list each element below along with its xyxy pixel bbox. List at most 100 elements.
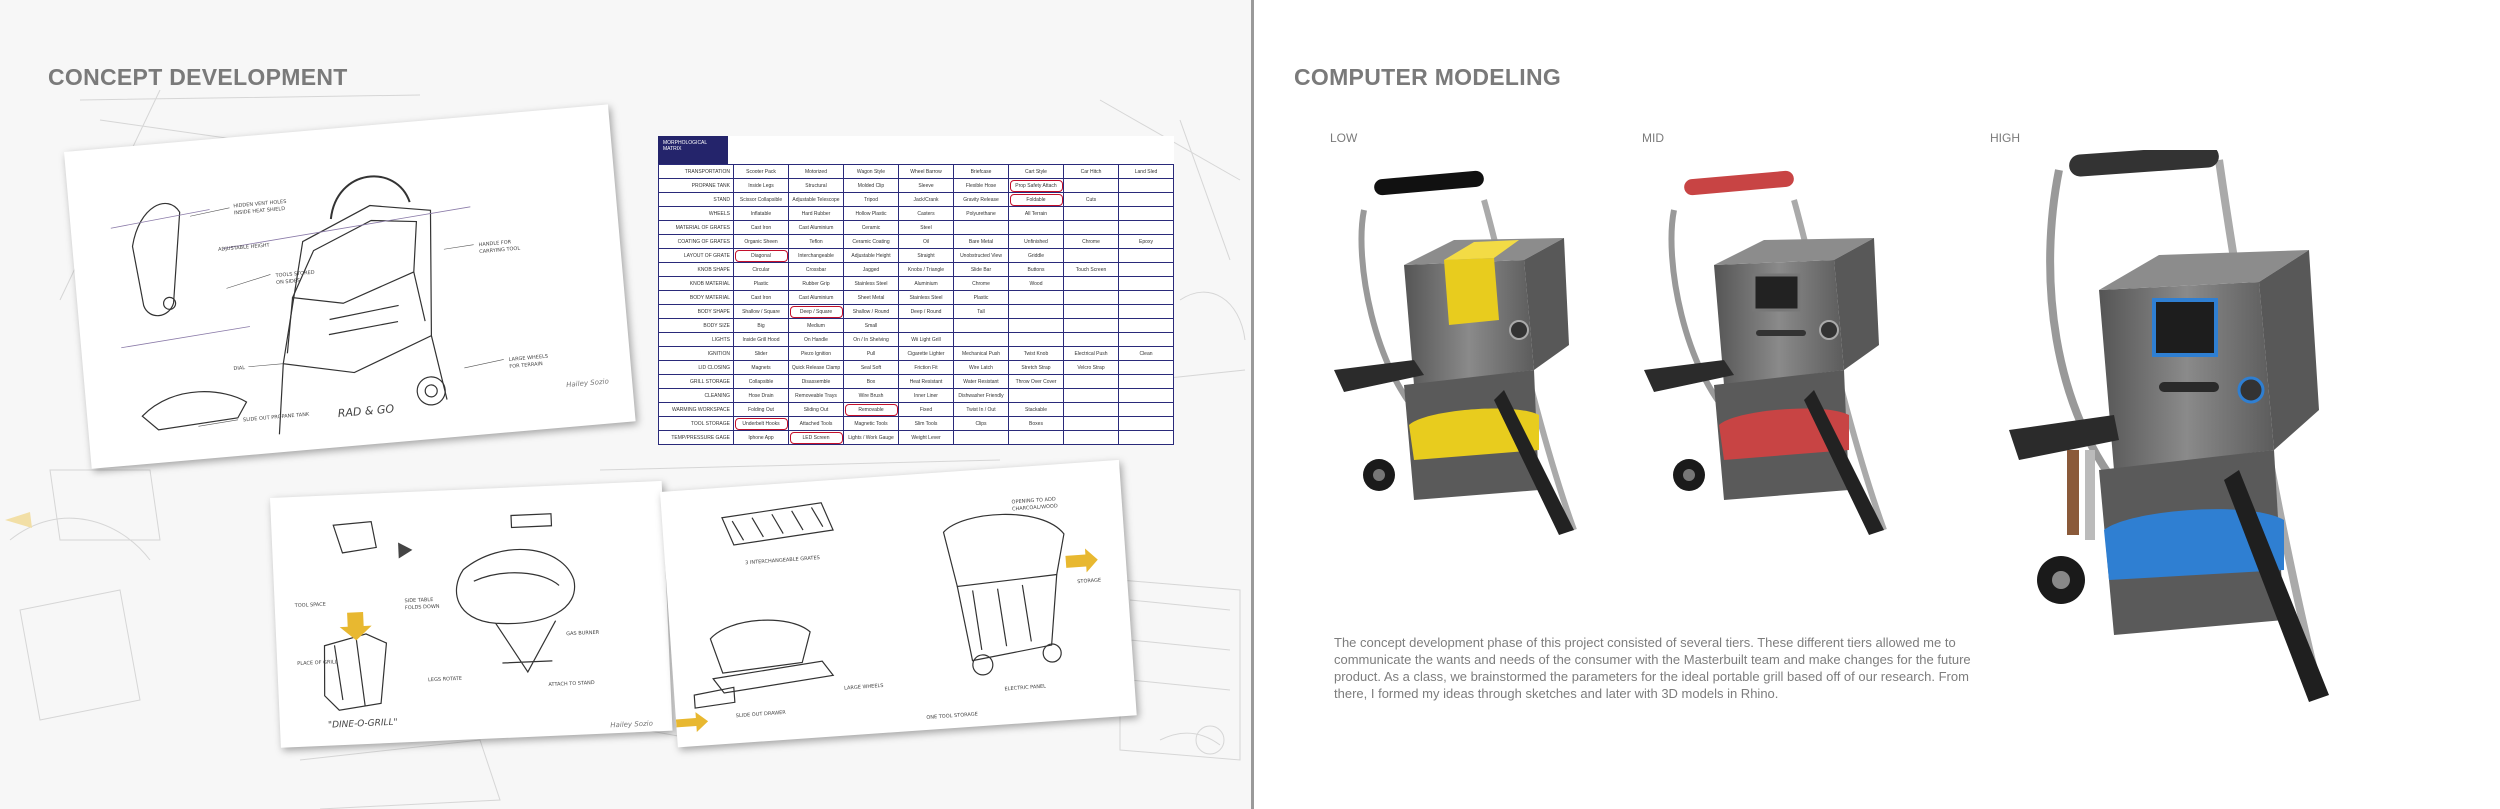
matrix-cell: Teflon	[788, 234, 844, 249]
matrix-cell: Inflatable	[733, 206, 789, 221]
matrix-cell	[1118, 430, 1174, 445]
matrix-cell	[953, 318, 1009, 333]
matrix-row-label: TOOL STORAGE	[658, 416, 734, 431]
matrix-cell: Deep / Square	[788, 304, 844, 319]
matrix-cell: Car Hitch	[1063, 164, 1119, 179]
matrix-cell	[1063, 206, 1119, 221]
matrix-cell: Disassemble	[788, 374, 844, 389]
svg-text:TOOLS STORED: TOOLS STORED	[274, 270, 315, 279]
matrix-cell	[1063, 416, 1119, 431]
matrix-cell: Unfinished	[1008, 234, 1064, 249]
matrix-cell: Inside Legs	[733, 178, 789, 193]
matrix-cell: Wood	[1008, 276, 1064, 291]
svg-text:TOOL SPACE: TOOL SPACE	[294, 602, 326, 609]
matrix-cell: Hose Drain	[733, 388, 789, 403]
matrix-cell: Interchangeable	[788, 248, 844, 263]
matrix-cell: Flexible Hose	[953, 178, 1009, 193]
matrix-cell: Magnetic Tools	[843, 416, 899, 431]
matrix-cell: Ceramic	[843, 220, 899, 235]
svg-text:CHARCOAL/WOOD: CHARCOAL/WOOD	[1012, 503, 1058, 512]
level-label-mid: MID	[1642, 131, 1664, 145]
matrix-cell: Foldable	[1008, 192, 1064, 207]
matrix-cell	[1063, 304, 1119, 319]
matrix-cell: Iphone App	[733, 430, 789, 445]
matrix-row-label: CLEANING	[658, 388, 734, 403]
level-label-high: HIGH	[1990, 131, 2020, 145]
matrix-row-label: LAYOUT OF GRATE	[658, 248, 734, 263]
matrix-cell: Stainless Steel	[898, 290, 954, 305]
matrix-cell	[1063, 318, 1119, 333]
svg-text:LEGS ROTATE: LEGS ROTATE	[428, 676, 462, 683]
matrix-cell	[1063, 290, 1119, 305]
matrix-row-label: LID CLOSING	[658, 360, 734, 375]
matrix-cell: Wire Brush	[843, 388, 899, 403]
matrix-cell	[1118, 360, 1174, 375]
matrix-row-label: COATING OF GRATES	[658, 234, 734, 249]
matrix-row-label: STAND	[658, 192, 734, 207]
matrix-cell: Epoxy	[1118, 234, 1174, 249]
matrix-cell	[953, 332, 1009, 347]
matrix-cell: Sheet Metal	[843, 290, 899, 305]
page-title: CONCEPT DEVELOPMENT	[48, 64, 348, 90]
svg-text:DIAL: DIAL	[233, 365, 245, 372]
matrix-cell	[1063, 374, 1119, 389]
matrix-cell	[1118, 416, 1174, 431]
matrix-cell: Slider	[733, 346, 789, 361]
matrix-cell: Slide Bar	[953, 262, 1009, 277]
matrix-row-label: KNOB MATERIAL	[658, 276, 734, 291]
matrix-cell: Organic Sheen	[733, 234, 789, 249]
svg-text:PLACE OF GRILL: PLACE OF GRILL	[297, 659, 338, 667]
matrix-cell: Cigarette Lighter	[898, 346, 954, 361]
matrix-cell	[1118, 332, 1174, 347]
matrix-cell: Stainless Steel	[843, 276, 899, 291]
matrix-cell: Attached Tools	[788, 416, 844, 431]
matrix-cell	[1008, 430, 1064, 445]
matrix-cell: Ceramic Coating	[843, 234, 899, 249]
matrix-cell: Stretch Strap	[1008, 360, 1064, 375]
matrix-cell	[1118, 248, 1174, 263]
matrix-cell: Quick Release Clamp	[788, 360, 844, 375]
svg-text:FOR TERRAIN: FOR TERRAIN	[509, 361, 543, 370]
matrix-cell: Stackable	[1008, 402, 1064, 417]
matrix-cell	[1118, 304, 1174, 319]
matrix-cell: Casters	[898, 206, 954, 221]
matrix-cell: Jack/Crank	[898, 192, 954, 207]
matrix-cell: Wheel Barrow	[898, 164, 954, 179]
matrix-cell: Touch Screen	[1063, 262, 1119, 277]
matrix-cell: Shallow / Square	[733, 304, 789, 319]
matrix-cell: Diagonal	[733, 248, 789, 263]
matrix-cell: Aluminium	[898, 276, 954, 291]
matrix-cell: Electrical Push	[1063, 346, 1119, 361]
matrix-cell	[953, 430, 1009, 445]
matrix-cell: Straight	[898, 248, 954, 263]
matrix-cell	[1118, 192, 1174, 207]
matrix-cell	[1063, 248, 1119, 263]
grill-model-mid	[1644, 170, 1887, 535]
matrix-title: MORPHOLOGICAL MATRIX	[658, 136, 728, 164]
matrix-cell	[898, 318, 954, 333]
matrix-cell: Chrome	[953, 276, 1009, 291]
matrix-cell	[1008, 304, 1064, 319]
svg-text:HIDDEN VENT HOLES: HIDDEN VENT HOLES	[233, 199, 287, 210]
matrix-row-label: WARMING WORKSPACE	[658, 402, 734, 417]
matrix-cell: Clips	[953, 416, 1009, 431]
svg-text:ADJUSTABLE HEIGHT: ADJUSTABLE HEIGHT	[218, 242, 271, 253]
matrix-row-label: BODY SIZE	[658, 318, 734, 333]
matrix-cell: Cast Iron	[733, 220, 789, 235]
matrix-cell	[1063, 430, 1119, 445]
matrix-cell	[1008, 220, 1064, 235]
matrix-row-label: TRANSPORTATION	[658, 164, 734, 179]
matrix-cell	[1063, 220, 1119, 235]
matrix-cell: Buttons	[1008, 262, 1064, 277]
matrix-cell	[1063, 178, 1119, 193]
matrix-cell: Boxes	[1008, 416, 1064, 431]
